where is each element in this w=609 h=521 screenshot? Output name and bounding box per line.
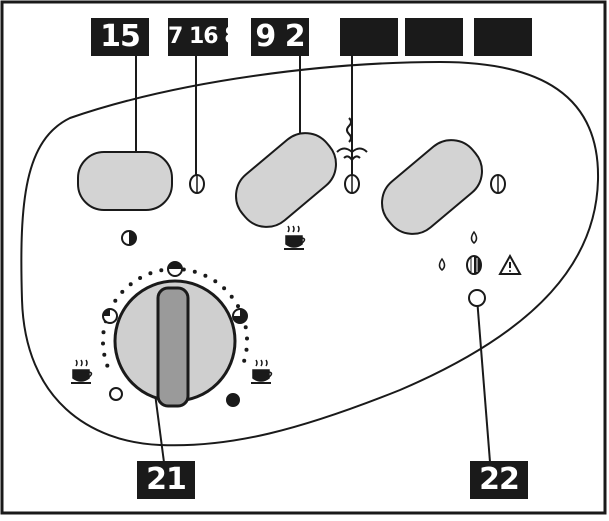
power-half-circle-icon (121, 230, 137, 246)
leader-22 (476, 297, 491, 463)
callout-blank-3 (474, 18, 532, 56)
dial-scale-dot (243, 325, 248, 330)
dial-scale-dot (105, 363, 110, 368)
dial-scale-dot (159, 268, 164, 273)
dial-knob[interactable] (156, 286, 190, 408)
callout-blank-1 (340, 18, 398, 56)
panel-outline (20, 60, 600, 447)
indicator-light-3 (490, 174, 506, 194)
dial-scale-dot (245, 336, 249, 341)
callout-9-2: 9 2 (251, 18, 309, 56)
dial-scale-dot (148, 271, 153, 276)
button-3[interactable] (371, 129, 494, 246)
dial-scale-dot (101, 330, 106, 335)
dial-marker-bottom-left (109, 387, 123, 401)
water-level-indicator-icon (466, 255, 482, 275)
dial-scale-dot (213, 279, 218, 284)
dial-right-coffee-icon (251, 359, 273, 384)
indicator-light-4 (468, 289, 486, 307)
dial-left-coffee-icon (71, 359, 93, 384)
dial-scale-dot (120, 289, 125, 294)
dial-marker-top (167, 261, 183, 277)
coffee-cup-icon (284, 225, 306, 250)
dial-scale-dot (101, 341, 105, 346)
indicator-light-1 (189, 174, 205, 194)
steam-icon (336, 117, 368, 162)
dial-scale-dot (203, 273, 208, 278)
indicator-light-2 (344, 174, 360, 194)
dial-marker-bottom-right (226, 393, 240, 407)
dial-scale-dot (128, 282, 133, 287)
callout-21: 21 (137, 461, 195, 499)
dial-scale-dot (244, 347, 249, 352)
dial-scale-dot (102, 352, 107, 357)
dial-scale-dot (229, 294, 234, 299)
dial-scale-dot (242, 358, 247, 363)
callout-15: 15 (91, 18, 149, 56)
dial-scale-dot (222, 286, 227, 291)
callout-blank-2 (405, 18, 463, 56)
button-1[interactable] (77, 151, 173, 211)
dial-scale-dot (113, 298, 118, 303)
callout-7-16-8: 7 16 8 (168, 18, 240, 56)
dial-scale-dot (192, 269, 197, 274)
dial-marker-right (232, 308, 248, 324)
dial-marker-left (102, 308, 118, 324)
water-drop-icon (438, 230, 478, 271)
dial-scale-dot (138, 276, 143, 280)
warning-triangle-icon (498, 253, 522, 275)
button-2[interactable] (225, 122, 348, 239)
callout-22: 22 (470, 461, 528, 499)
dial-scale-dot (236, 304, 240, 309)
